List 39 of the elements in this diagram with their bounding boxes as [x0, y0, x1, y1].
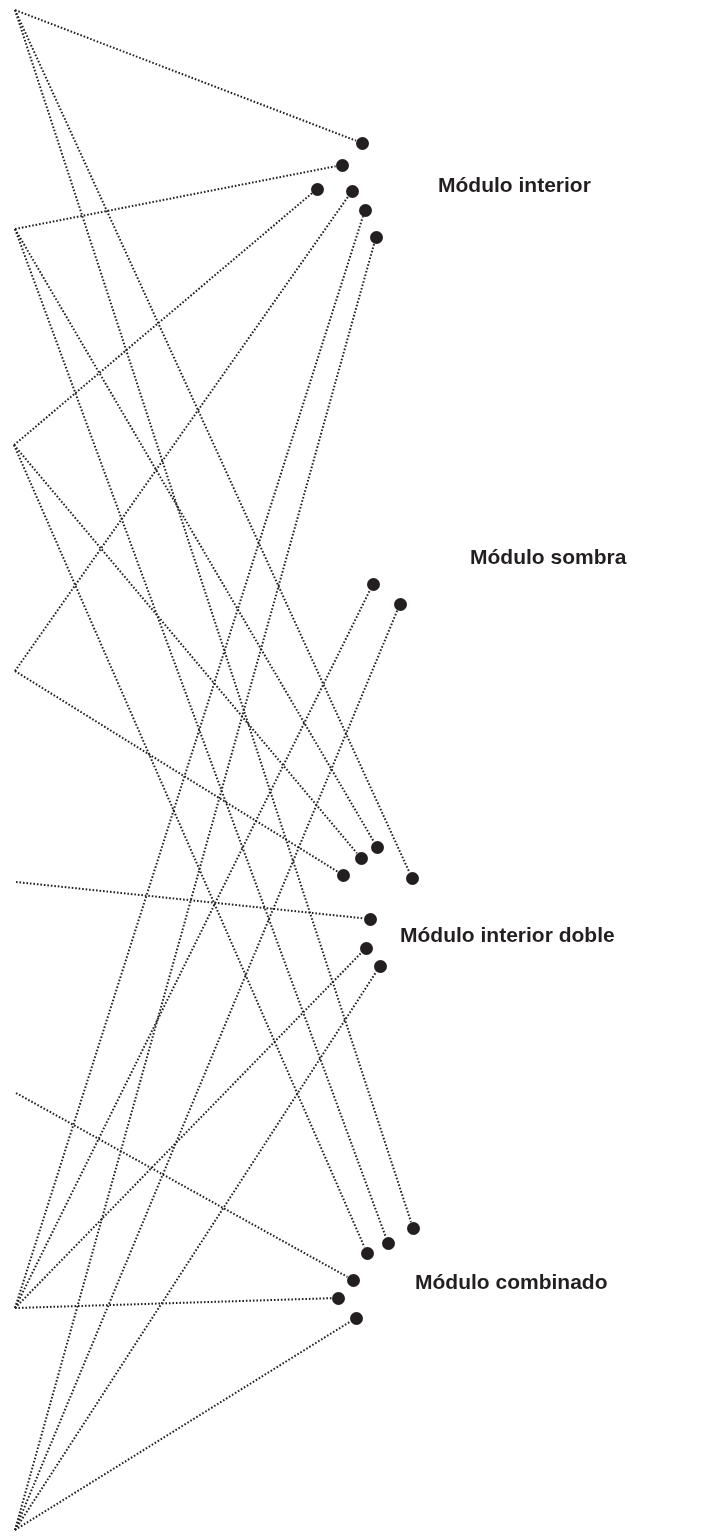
leader-dot — [345, 184, 359, 198]
leader-dot — [331, 1291, 345, 1305]
module-label: Módulo sombra — [470, 544, 627, 570]
leader-line — [13, 192, 314, 446]
leader-dot — [393, 597, 407, 611]
leader-dot — [406, 1221, 420, 1235]
leader-line — [15, 1092, 349, 1278]
leader-dot — [373, 959, 387, 973]
leader-dot — [359, 941, 373, 955]
leader-dot — [369, 230, 383, 244]
leader-dot — [360, 1246, 374, 1260]
module-label: Módulo combinado — [415, 1269, 608, 1295]
leader-dot — [354, 851, 368, 865]
leader-line — [13, 444, 358, 854]
leader-line — [14, 970, 378, 1531]
leader-dot — [363, 912, 377, 926]
leader-dot — [355, 136, 369, 150]
leader-dot — [370, 840, 384, 854]
leader-line — [14, 9, 357, 142]
leader-line — [14, 165, 337, 230]
leader-line — [14, 670, 339, 873]
leader-dot — [366, 577, 380, 591]
module-label: Módulo interior — [438, 172, 591, 198]
module-label: Módulo interior doble — [400, 922, 615, 948]
leader-line — [15, 881, 365, 920]
leader-dot — [310, 182, 324, 196]
leader-dot — [405, 871, 419, 885]
leader-line — [14, 242, 376, 1531]
leader-dot — [349, 1311, 363, 1325]
leader-dot — [336, 868, 350, 882]
leader-line — [14, 195, 350, 672]
leader-line — [14, 1320, 352, 1531]
leader-dot — [381, 1236, 395, 1250]
leader-line — [14, 1297, 333, 1309]
leader-dot — [346, 1273, 360, 1287]
leader-dot — [335, 158, 349, 172]
leader-dot — [358, 203, 372, 217]
leader-line — [14, 9, 412, 1223]
leader-line — [14, 951, 363, 1309]
